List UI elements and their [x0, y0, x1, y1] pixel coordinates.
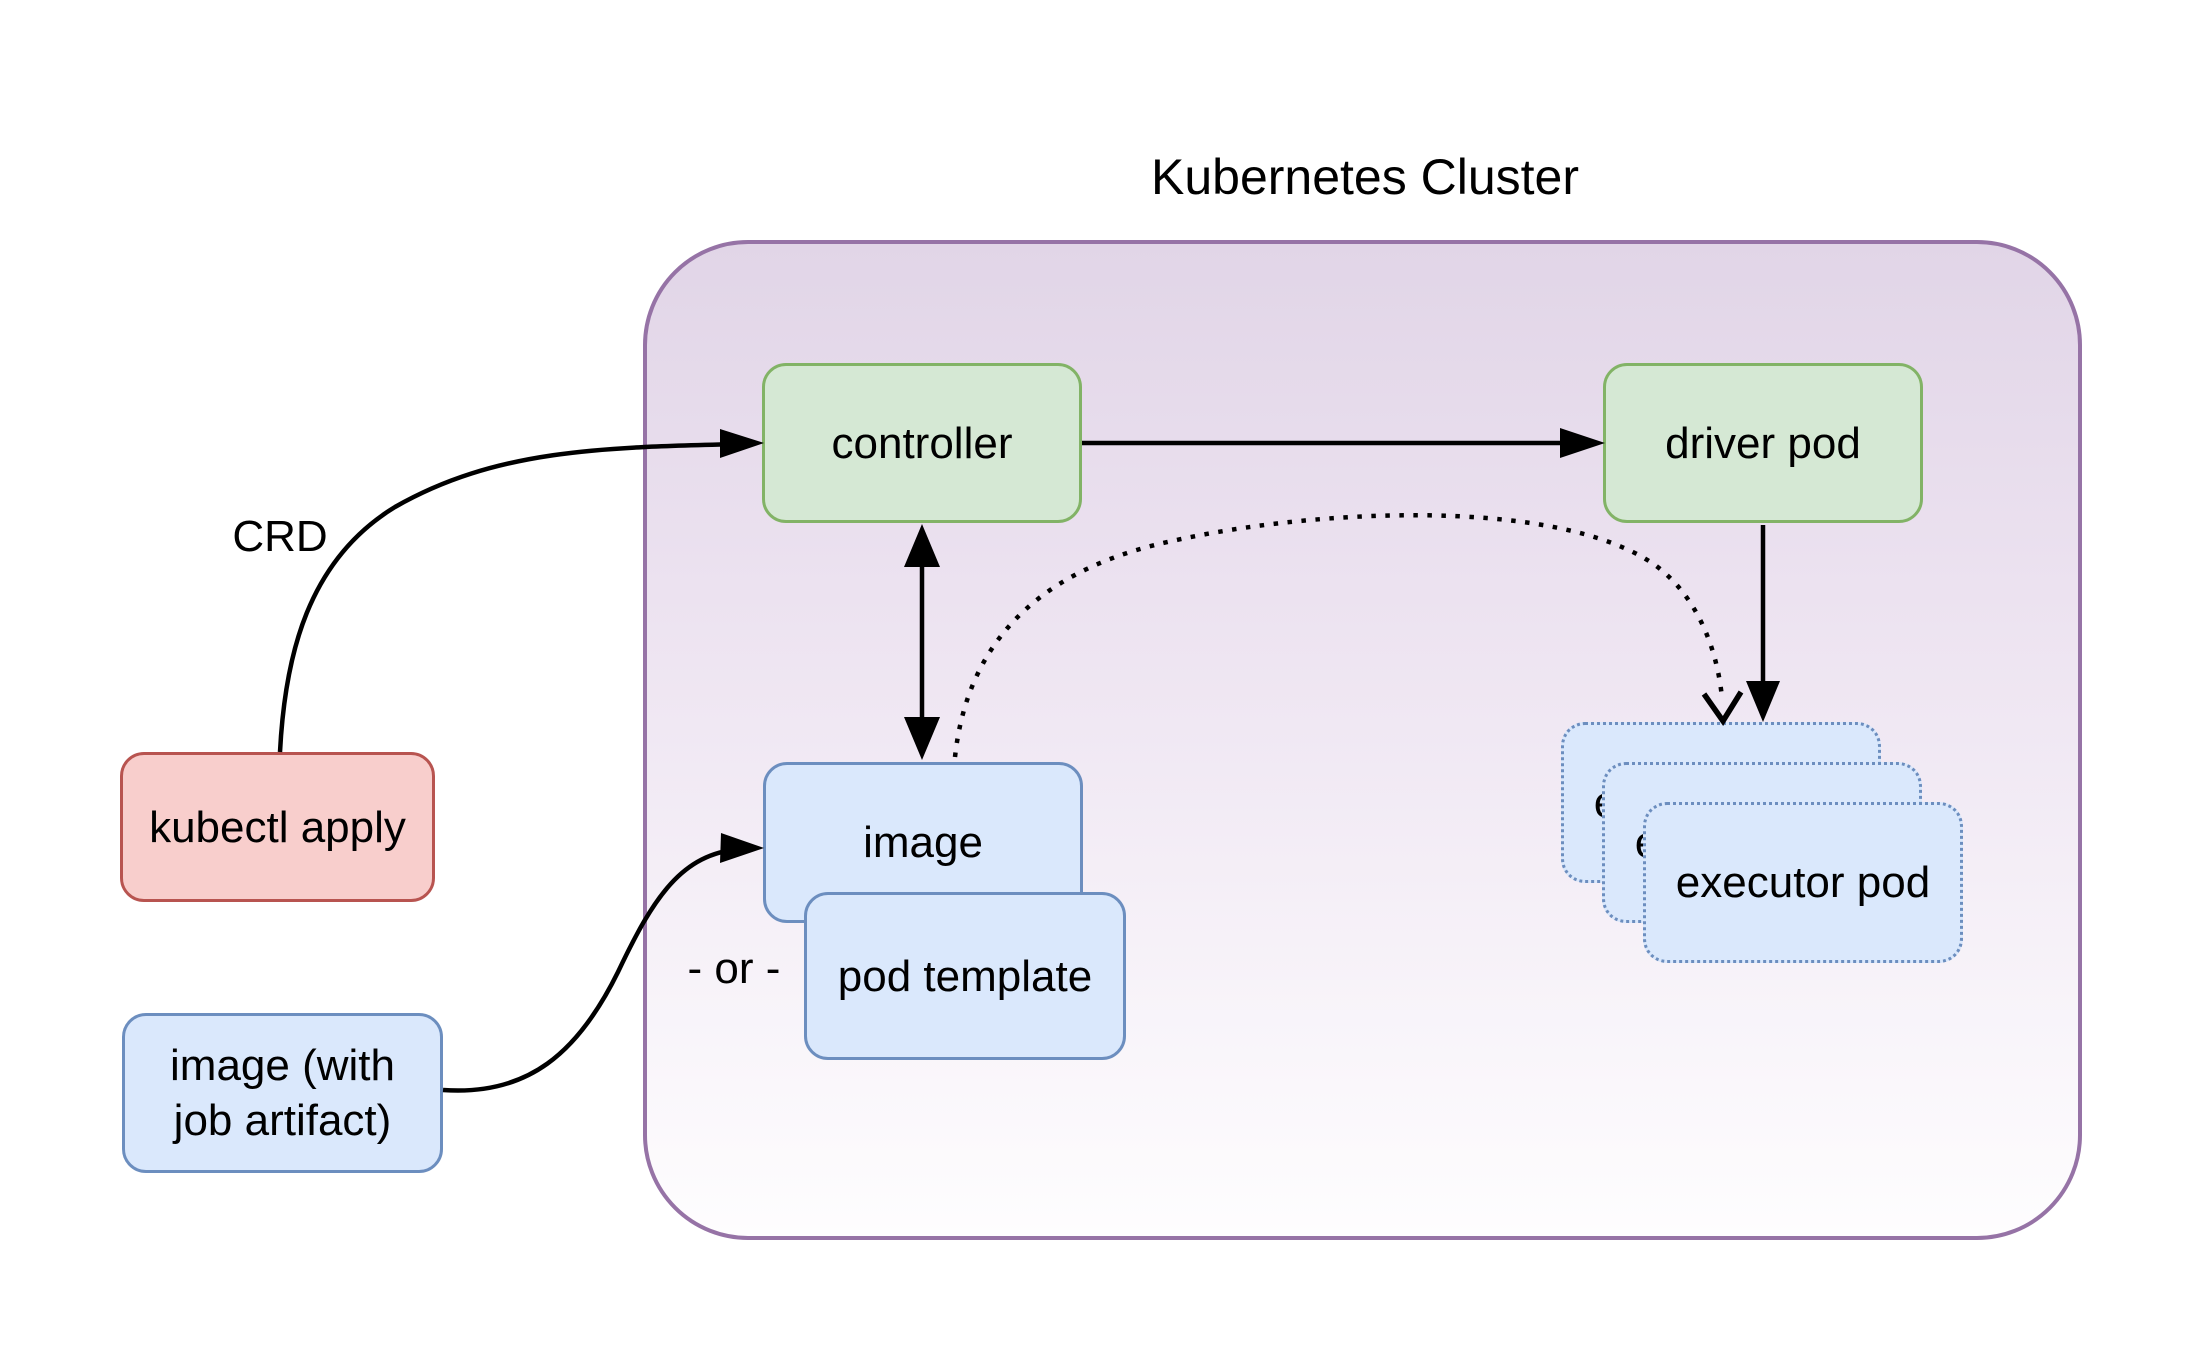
edge-label-crd: CRD — [232, 512, 328, 561]
or-label: - or - — [687, 944, 781, 993]
node-image-with-job-artifact-line2: job artifact) — [173, 1096, 392, 1145]
node-pod-template: pod template — [804, 892, 1126, 1060]
node-image-with-job-artifact-line1: image (with — [170, 1041, 395, 1090]
node-controller: controller — [762, 363, 1082, 523]
node-executor-pod-front-label: executor pod — [1675, 858, 1931, 907]
node-image-with-job-artifact: image (with job artifact) — [122, 1013, 443, 1173]
node-driver-pod-label: driver pod — [1665, 418, 1861, 468]
cluster-title: Kubernetes Cluster — [1150, 149, 1579, 205]
node-kubectl-apply: kubectl apply — [120, 752, 435, 902]
node-image-label: image — [863, 818, 983, 867]
node-executor-pod-front: executor pod — [1643, 802, 1963, 963]
node-driver-pod: driver pod — [1603, 363, 1923, 523]
node-controller-label: controller — [831, 418, 1013, 468]
node-kubectl-apply-label: kubectl apply — [149, 802, 406, 852]
node-pod-template-label: pod template — [837, 951, 1093, 1001]
